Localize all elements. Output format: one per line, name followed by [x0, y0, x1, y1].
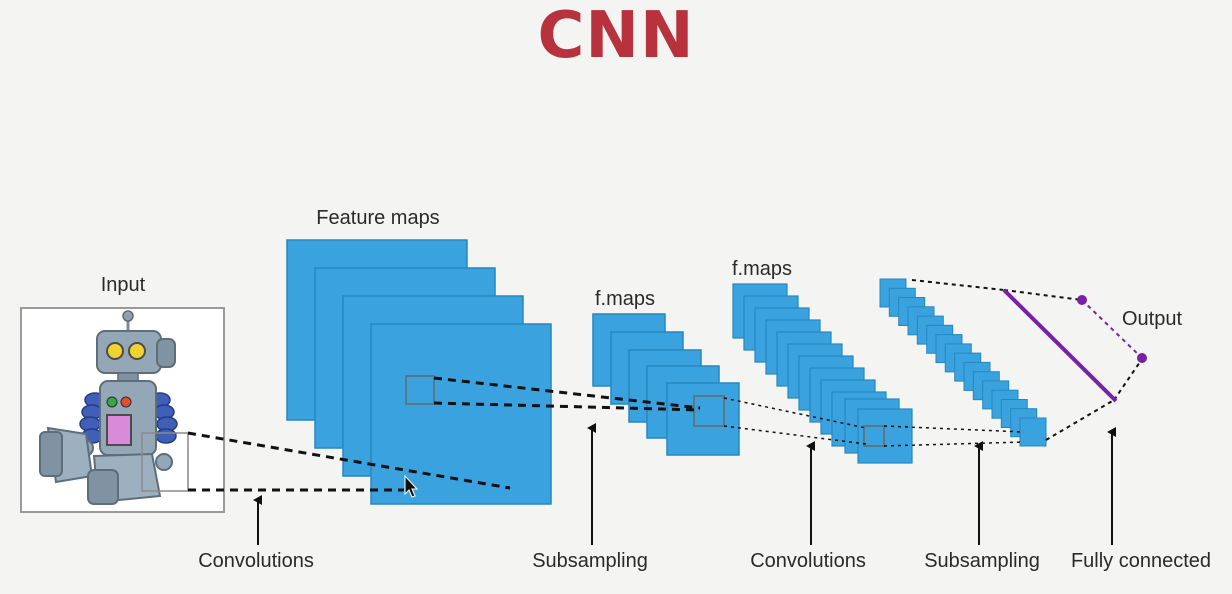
fmap [1019, 417, 1047, 447]
stage-label-convolutions-2: Convolutions [750, 550, 866, 572]
connector-line [723, 397, 867, 429]
output-label: Output [1122, 308, 1182, 330]
feature-map-window [405, 375, 435, 405]
stage-label-fully-connected: Fully connected [1071, 550, 1211, 572]
output-node [1137, 353, 1147, 363]
connector-line [1045, 399, 1115, 441]
output-layer-line [1081, 299, 1143, 359]
mouse-cursor-icon [404, 474, 419, 498]
connector-line [1113, 358, 1143, 401]
input-receptive-field [141, 432, 189, 492]
connector-line [911, 279, 1005, 291]
connector-line [883, 441, 1025, 447]
connector-line [1003, 289, 1083, 301]
connector-line [723, 425, 867, 445]
feature-maps-label: Feature maps [316, 207, 439, 229]
fmaps-3-stack [879, 278, 1047, 447]
output-node [1077, 295, 1087, 305]
fmaps-2-stack [732, 283, 913, 464]
fmap-window [863, 425, 885, 447]
input-label: Input [101, 274, 146, 296]
page-title: CNN [537, 0, 695, 73]
connector-line [883, 425, 1025, 433]
fmap-window [693, 395, 725, 427]
fmaps-2-label: f.maps [732, 258, 792, 280]
feature-maps-stack [286, 239, 552, 505]
fmaps-1-stack [592, 313, 740, 456]
fully-connected-layer [1002, 288, 1118, 403]
stage-label-subsampling-1: Subsampling [532, 550, 648, 572]
stage-label-convolutions-1: Convolutions [198, 550, 314, 572]
connector-line [433, 376, 701, 410]
robot-icon [39, 310, 189, 505]
fmaps-1-label: f.maps [595, 288, 655, 310]
feature-map [370, 323, 552, 505]
fmap [666, 382, 740, 456]
connector-line [433, 401, 701, 412]
stage-label-subsampling-2: Subsampling [924, 550, 1040, 572]
connector-line [187, 431, 511, 490]
